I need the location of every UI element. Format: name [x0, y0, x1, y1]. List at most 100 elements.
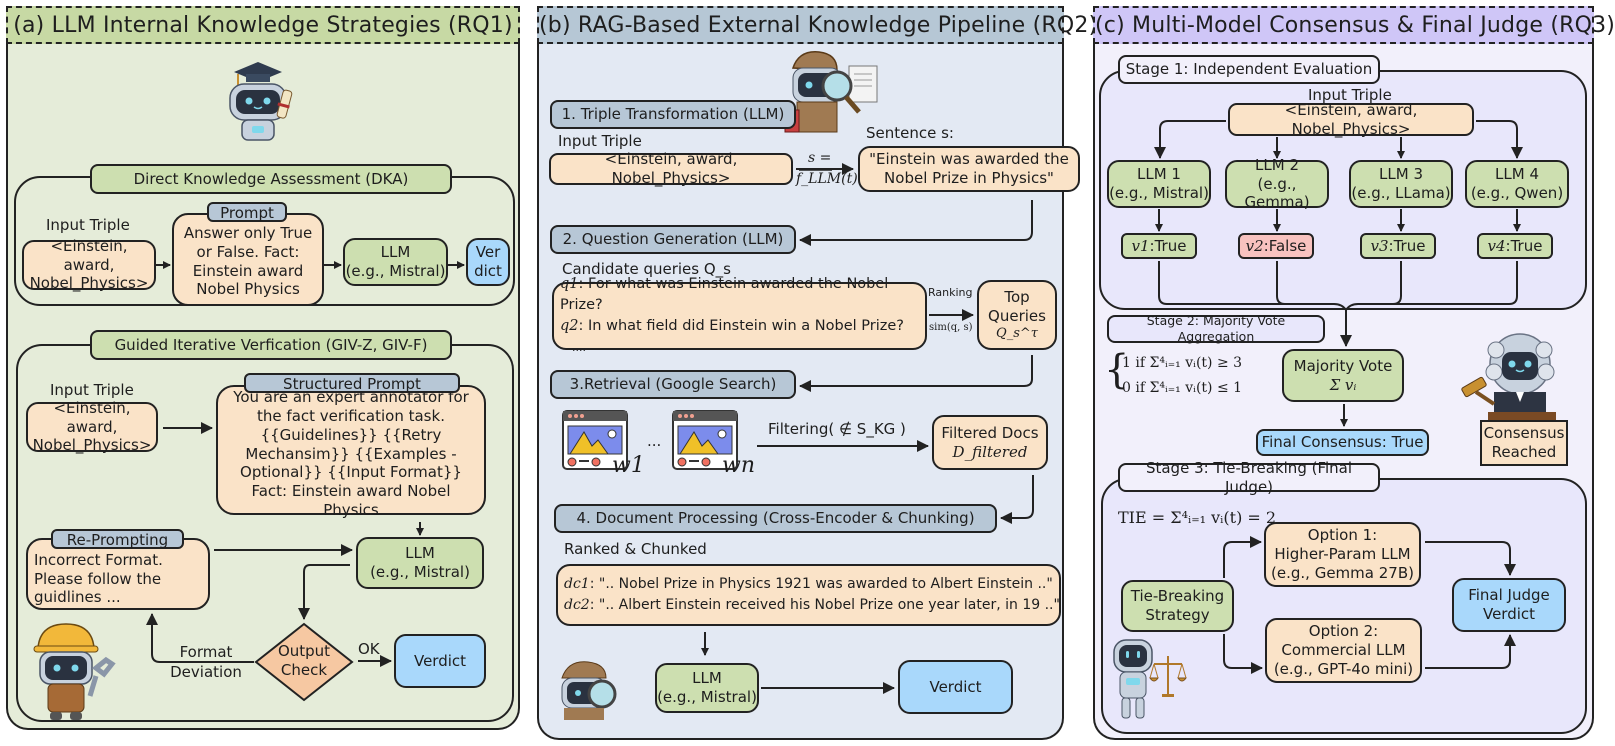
- panel-c-header: (c) Multi-Model Consensus & Final Judge …: [1093, 6, 1615, 44]
- chunks-box: dc1: ".. Nobel Prize in Physics 1921 was…: [556, 564, 1061, 626]
- filtered-docs-box: Filtered Docs D_filtered: [932, 415, 1048, 470]
- b-input-label: Input Triple: [558, 132, 642, 150]
- rule-true: 1 if Σ⁴ᵢ₌₁ vᵢ(t) ≥ 3: [1122, 355, 1243, 371]
- option-1-title: Option 1:: [1307, 526, 1378, 545]
- majority-vote-box: Majority Vote Σ vᵢ: [1282, 349, 1404, 402]
- dka-llm-example: (e.g., Mistral): [345, 262, 446, 280]
- query-item: q1: For what was Einstein awarded the No…: [560, 276, 889, 313]
- llm-2-name: LLM 2: [1255, 155, 1299, 174]
- option-2[interactable]: Option 2: Commercial LLM (e.g., GPT-4o m…: [1265, 618, 1422, 683]
- stage2-title: Stage 2: Majority Vote Aggregation: [1107, 313, 1325, 344]
- giv-llm[interactable]: LLM(e.g., Mistral): [356, 537, 484, 589]
- chunk-item: dc1: ".. Nobel Prize in Physics 1921 was…: [564, 576, 1053, 592]
- consensus-reached: Consensus Reached: [1480, 420, 1568, 466]
- giv-structured-fact: Fact: Einstein award Nobel Physics: [251, 482, 451, 519]
- chunk-item: dc2: ".. Albert Einstein received his No…: [564, 597, 1060, 613]
- output-check-label: Output Check: [277, 642, 331, 679]
- stage1-title: Stage 1: Independent Evaluation: [1118, 55, 1380, 84]
- dka-llm[interactable]: LLM(e.g., Mistral): [343, 238, 448, 286]
- b-input-triple: <Einstein, award, Nobel_Physics>: [549, 150, 793, 187]
- dka-input-triple: <Einstein, award, Nobel_Physics>: [22, 237, 156, 292]
- filtered-docs-label: Filtered Docs: [941, 423, 1039, 442]
- vote-1: v1 :True: [1121, 233, 1197, 259]
- vote-3: v3 :True: [1360, 233, 1436, 259]
- ranking-label: Ranking: [928, 286, 973, 299]
- sentence-label: Sentence s:: [866, 124, 954, 142]
- option-2-body: Commercial LLM: [1281, 641, 1406, 660]
- transform-formula-top: s =: [808, 150, 832, 166]
- step1-triple-transformation: 1. Triple Transformation (LLM): [550, 100, 796, 129]
- llm-2[interactable]: LLM 2(e.g., Gemma): [1225, 156, 1329, 211]
- web-document-icon: [562, 410, 628, 470]
- c-input-label: Input Triple: [1308, 86, 1392, 104]
- dka-input-label: Input Triple: [46, 216, 130, 234]
- ranked-chunked-label: Ranked & Chunked: [564, 540, 707, 558]
- web-label-w1: w1: [612, 453, 645, 478]
- giv-title: Guided Iterative Verfication (GIV-Z, GIV…: [90, 330, 452, 360]
- step3-retrieval: 3.Retrieval (Google Search): [550, 370, 796, 399]
- sim-label: sim(q, s): [929, 322, 973, 333]
- giv-verdict: Verdict: [394, 634, 486, 688]
- tie-formula: TIE = Σ⁴ᵢ₌₁ vᵢ(t) = 2: [1118, 508, 1277, 527]
- giv-llm-name: LLM: [405, 544, 435, 563]
- format-deviation-label: Format Deviation: [170, 643, 242, 681]
- giv-input-label: Input Triple: [50, 381, 134, 399]
- filtering-label: Filtering( ∉ S_KG ): [768, 420, 906, 438]
- majority-brace: {: [1104, 347, 1130, 393]
- candidate-queries-box: q1: For what was Einstein awarded the No…: [552, 276, 927, 354]
- llm-3-name: LLM 3: [1379, 165, 1423, 184]
- b-llm[interactable]: LLM(e.g., Mistral): [655, 663, 759, 713]
- llm-1[interactable]: LLM 1(e.g., Mistral): [1107, 160, 1211, 208]
- dka-llm-name: LLM: [380, 243, 411, 262]
- step4-document-processing: 4. Document Processing (Cross-Encoder & …: [554, 504, 997, 533]
- panel-a-header: (a) LLM Internal Knowledge Strategies (R…: [6, 6, 520, 44]
- dka-title: Direct Knowledge Assessment (DKA): [90, 164, 452, 194]
- dka-prompt-tag: Prompt: [207, 202, 287, 222]
- c-input-triple: <Einstein, award, Nobel_Physics>: [1228, 101, 1474, 138]
- filtered-docs-symbol: D_filtered: [952, 442, 1028, 461]
- giv-structured-tag: Structured Prompt: [244, 373, 460, 393]
- option-2-title: Option 2:: [1308, 622, 1379, 641]
- dka-prompt-box: Answer only True or False. Fact: Einstei…: [172, 213, 324, 306]
- top-queries-symbol: Q_s^τ: [996, 325, 1038, 341]
- step2-question-generation: 2. Question Generation (LLM): [550, 225, 796, 254]
- web-label-wn: wn: [722, 453, 755, 478]
- llm-4-example: (e.g., Qwen): [1470, 184, 1564, 202]
- b-verdict: Verdict: [898, 660, 1013, 714]
- majority-vote-symbol: Σ vᵢ: [1329, 375, 1357, 394]
- llm-1-name: LLM 1: [1137, 165, 1181, 184]
- dka-verdict: Verdict: [466, 238, 510, 286]
- llm-4[interactable]: LLM 4(e.g., Qwen): [1465, 160, 1569, 208]
- query-more: ....: [572, 341, 586, 354]
- option-1-body: Higher-Param LLM: [1274, 545, 1411, 564]
- detective-robot-small-icon: [561, 661, 617, 720]
- llm-4-name: LLM 4: [1495, 165, 1539, 184]
- justice-robot-icon: [1113, 639, 1187, 719]
- top-queries-label: Top Queries: [988, 288, 1046, 325]
- worker-robot-icon: [33, 623, 116, 720]
- web-document-icon: [672, 410, 738, 470]
- option-1[interactable]: Option 1: Higher-Param LLM (e.g., Gemma …: [1264, 522, 1421, 587]
- web-ellipsis: ...: [647, 432, 662, 450]
- judge-robot-icon: [1461, 333, 1556, 424]
- majority-vote-label: Majority Vote: [1293, 356, 1393, 375]
- option-1-example: (e.g., Gemma 27B): [1271, 563, 1414, 582]
- llm-3-example: (e.g., LLama): [1351, 184, 1451, 202]
- final-consensus: Final Consensus: True: [1256, 429, 1429, 456]
- giv-structured-text: You are an expert annotator for the fact…: [233, 388, 469, 482]
- giv-reprompt-tag: Re-Prompting: [51, 529, 184, 549]
- rule-false: 0 if Σ⁴ᵢ₌₁ vᵢ(t) ≤ 1: [1122, 380, 1243, 396]
- option-2-example: (e.g., GPT-4o mini): [1273, 659, 1414, 678]
- tie-breaking-strategy: Tie-Breaking Strategy: [1121, 580, 1234, 632]
- b-llm-name: LLM: [692, 669, 722, 688]
- candidate-queries-label: Candidate queries Q_s: [562, 260, 731, 278]
- ok-label: OK: [358, 640, 380, 658]
- graduate-robot-icon: [229, 62, 293, 141]
- output-check-diamond: [254, 622, 354, 702]
- detective-robot-icon: [784, 51, 878, 133]
- query-item: q2: In what field did Einstein win a Nob…: [560, 318, 904, 334]
- giv-structured-prompt: You are an expert annotator for the fact…: [216, 385, 486, 519]
- llm-2-example: (e.g., Gemma): [1244, 174, 1310, 212]
- llm-3[interactable]: LLM 3(e.g., LLama): [1349, 160, 1453, 208]
- giv-input-triple: <Einstein, award, Nobel_Physics>: [26, 399, 158, 454]
